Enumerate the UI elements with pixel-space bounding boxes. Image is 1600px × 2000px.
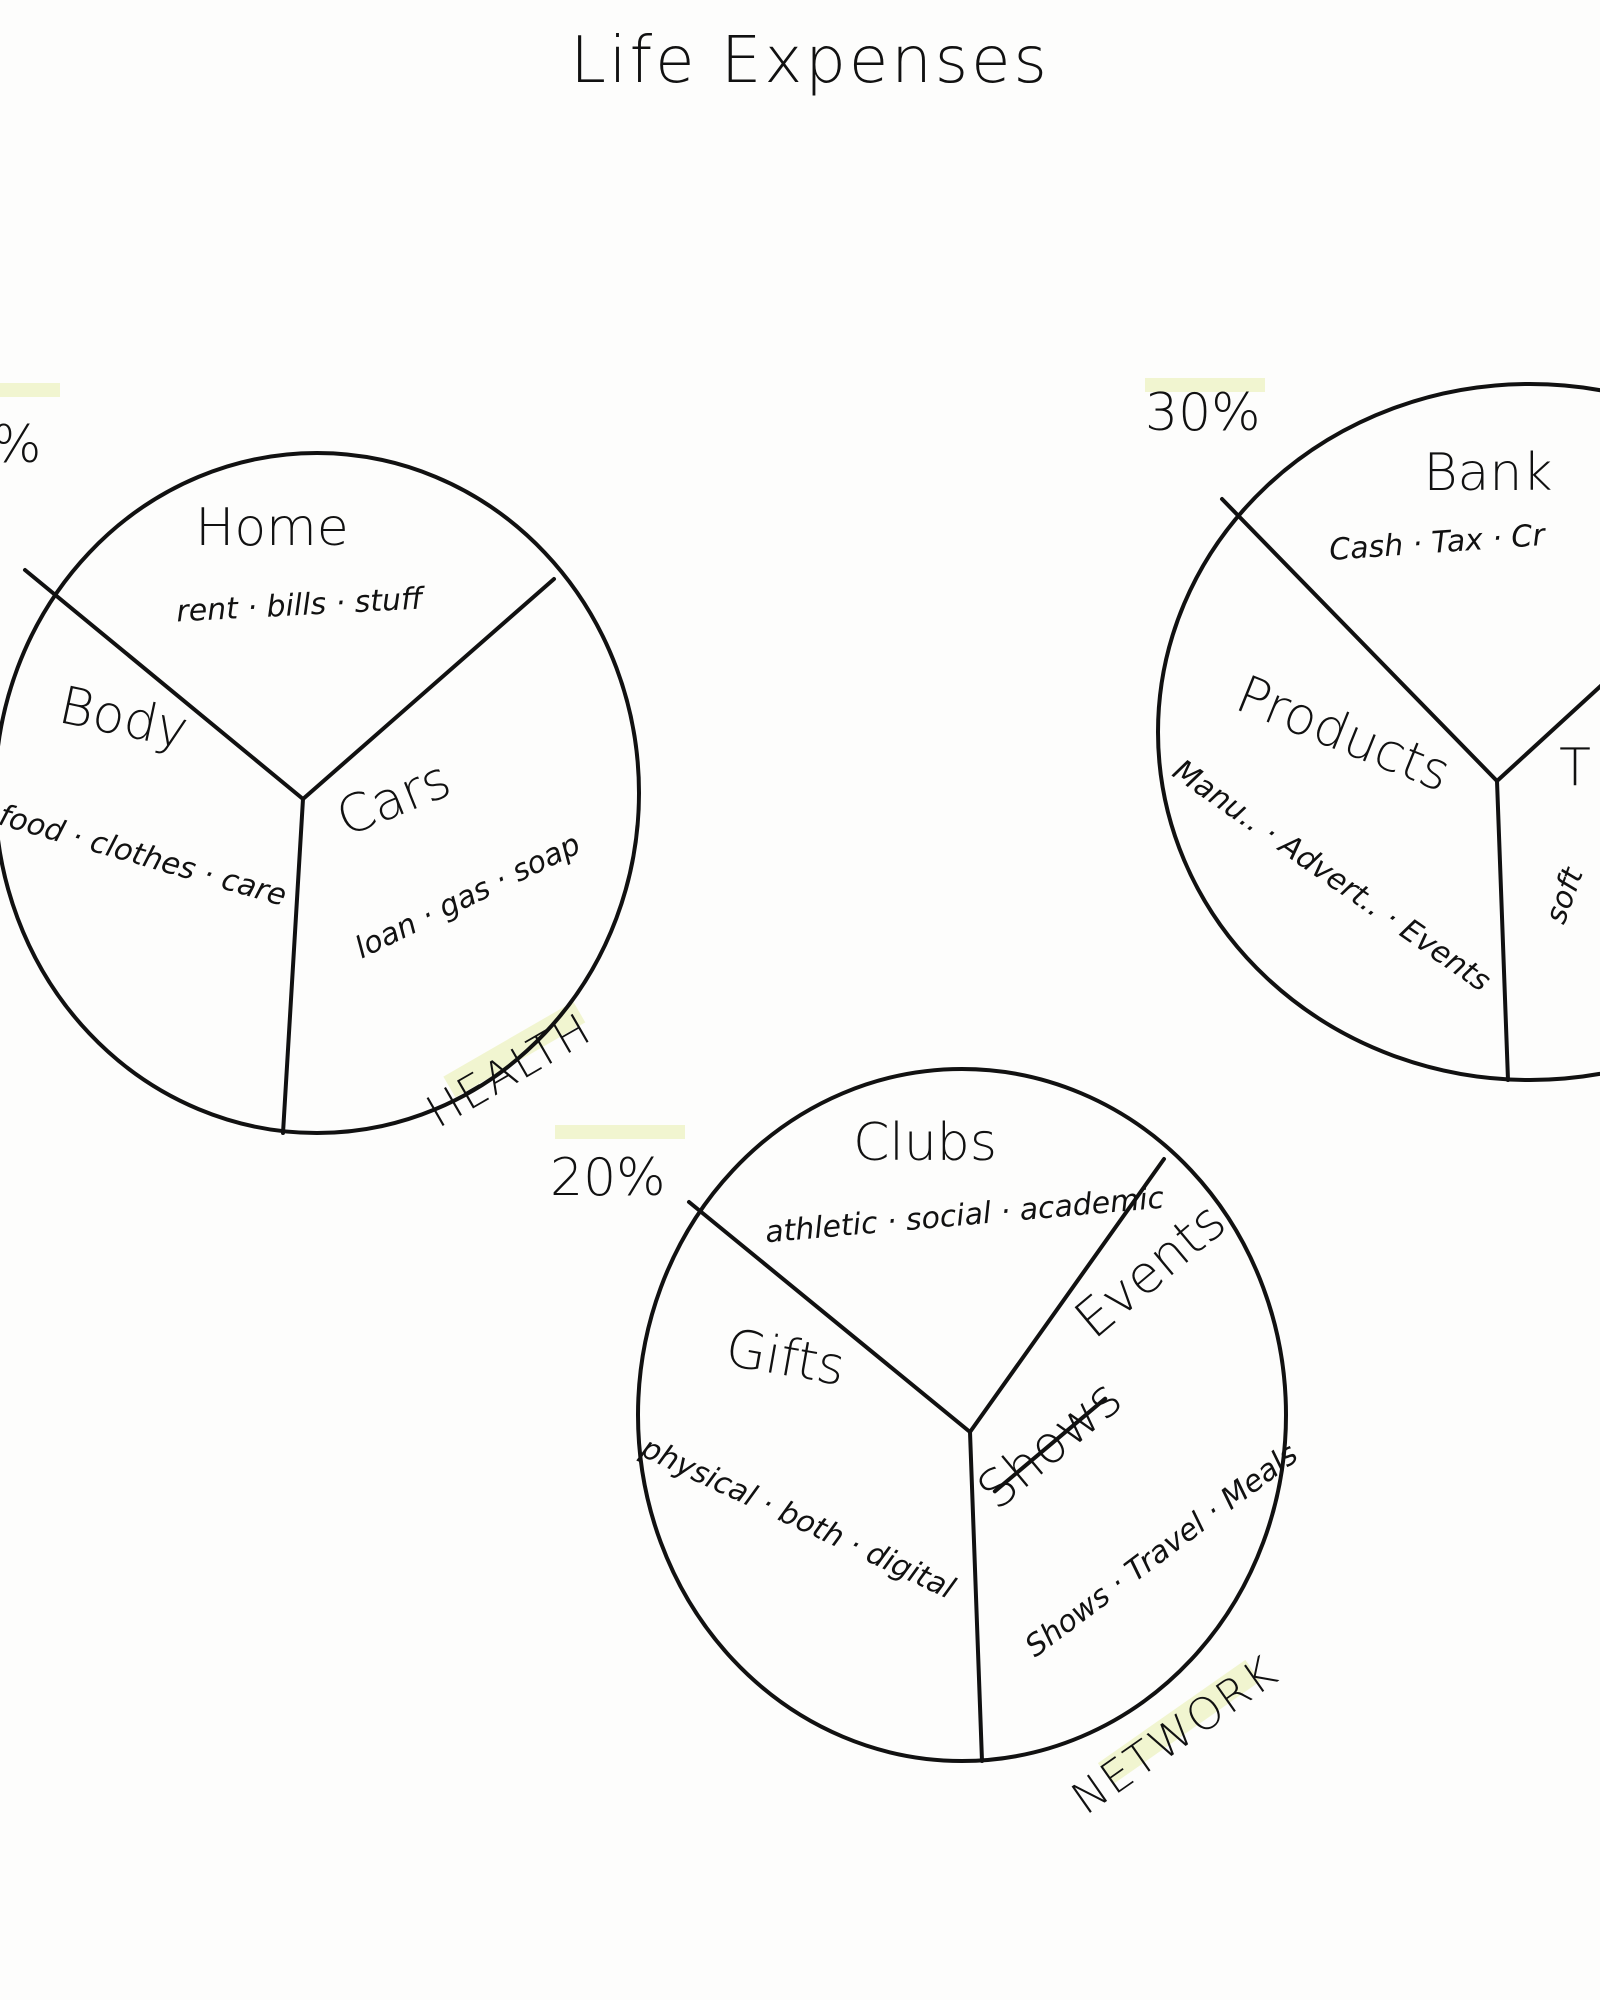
divider-line xyxy=(301,577,556,801)
circle-outline xyxy=(636,1067,1288,1763)
percent-label: 20% xyxy=(550,1148,666,1208)
highlight-mark xyxy=(1097,1659,1261,1785)
network-diagram: 20% Clubs athletic · social · academic G… xyxy=(550,1067,1305,1825)
circle-outline xyxy=(1156,382,1600,1082)
segment-cars-items: loan · gas · soap xyxy=(350,827,586,966)
segment-body: Body xyxy=(54,676,193,762)
percent-label: 30% xyxy=(1145,383,1261,443)
divider-line xyxy=(1495,683,1600,783)
business-diagram: 30% Bank Cash · Tax · Cr Products Manu..… xyxy=(1145,382,1600,1082)
divider-line xyxy=(1220,497,1499,783)
strikethrough-line xyxy=(992,1396,1108,1494)
segment-body-items: food · clothes · care xyxy=(0,798,290,914)
divider-line xyxy=(687,1200,972,1434)
highlight-mark xyxy=(0,383,60,397)
segment-products-items: Manu.. · Advert.. · Events xyxy=(1166,753,1497,999)
segment-t: T xyxy=(1559,738,1591,798)
segment-t-items: soft xyxy=(1538,862,1591,928)
divider-line xyxy=(23,568,305,801)
highlight-mark xyxy=(555,1125,685,1139)
divider-line xyxy=(968,1157,1166,1434)
segment-gifts-items: physical · both · digital xyxy=(635,1430,961,1607)
segment-clubs: Clubs xyxy=(853,1113,997,1173)
segment-home: Home xyxy=(195,498,349,558)
segment-cars: Cars xyxy=(328,750,459,849)
group-label-health: HEALTH xyxy=(418,1003,601,1138)
divider-line xyxy=(968,1430,984,1763)
segment-products: Products xyxy=(1228,664,1459,804)
highlight-mark xyxy=(1145,378,1265,392)
segment-gifts: Gifts xyxy=(721,1318,849,1398)
segment-bank: Bank xyxy=(1424,443,1553,503)
segment-home-items: rent · bills · stuff xyxy=(175,581,426,629)
percent-label: % xyxy=(0,415,41,475)
circle-outline xyxy=(0,451,641,1135)
divider-line xyxy=(281,797,305,1135)
page-title: Life Expenses xyxy=(570,24,1050,98)
health-diagram: % Home rent · bills · stuff Body food · … xyxy=(0,415,641,1138)
segment-bank-items: Cash · Tax · Cr xyxy=(1328,518,1547,568)
divider-line xyxy=(1495,779,1510,1082)
struck-label: Shows xyxy=(967,1368,1134,1522)
